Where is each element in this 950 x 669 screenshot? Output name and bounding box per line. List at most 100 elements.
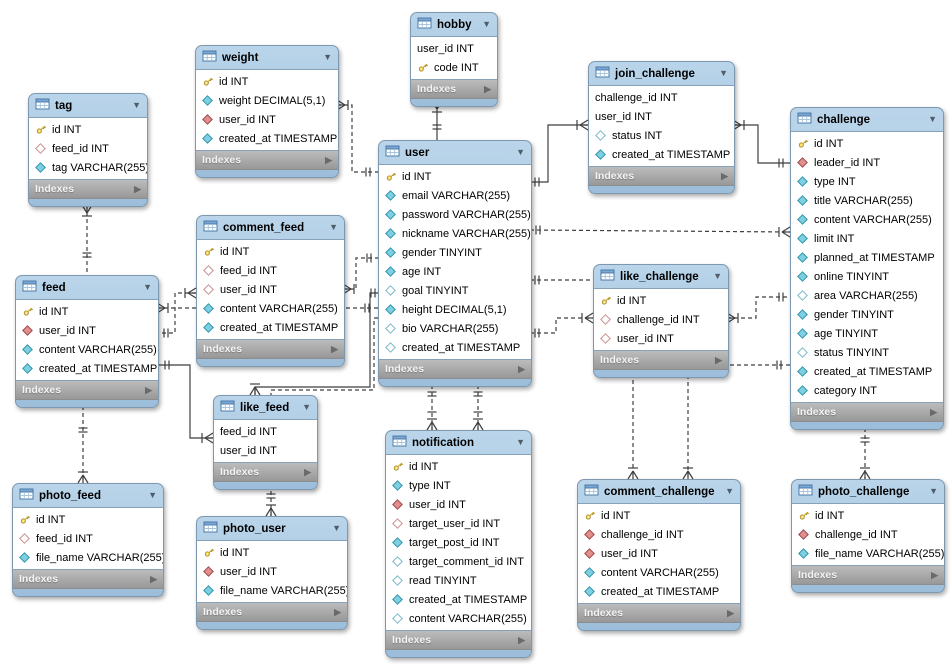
column-row[interactable]: challenge_id INT: [594, 310, 728, 329]
column-row[interactable]: limit INT: [791, 229, 943, 248]
column-row[interactable]: user_id INT: [214, 441, 317, 460]
column-row[interactable]: created_at TIMESTAMP: [578, 582, 740, 601]
column-row[interactable]: feed_id INT: [197, 261, 344, 280]
column-row[interactable]: type INT: [386, 476, 531, 495]
expand-indexes-icon[interactable]: ▶: [930, 406, 937, 417]
column-row[interactable]: code INT: [411, 58, 497, 77]
indexes-bar[interactable]: Indexes▶: [13, 570, 163, 589]
relationship-like_feed-user[interactable]: [249, 288, 378, 396]
indexes-bar[interactable]: Indexes▶: [197, 340, 344, 359]
indexes-bar[interactable]: Indexes▶: [197, 603, 347, 622]
expand-indexes-icon[interactable]: ▶: [150, 573, 157, 584]
indexes-bar[interactable]: Indexes▶: [379, 360, 531, 379]
relationship-comment_challenge-challenge[interactable]: [682, 360, 790, 480]
relationship-notification-user[interactable]: [426, 385, 438, 431]
table-header-comment_challenge[interactable]: comment_challenge▼: [578, 480, 740, 503]
column-row[interactable]: area VARCHAR(255): [791, 286, 943, 305]
column-row[interactable]: user_id INT: [589, 107, 734, 126]
column-row[interactable]: content VARCHAR(255): [386, 609, 531, 628]
indexes-bar[interactable]: Indexes▶: [196, 151, 338, 170]
relationship-join_challenge-user[interactable]: [530, 119, 589, 187]
column-row[interactable]: challenge_id INT: [589, 88, 734, 107]
column-row[interactable]: id INT: [792, 506, 944, 525]
collapse-arrow-icon[interactable]: ▼: [329, 222, 338, 232]
expand-indexes-icon[interactable]: ▶: [727, 607, 734, 618]
relationship-comment_feed-user[interactable]: [342, 253, 378, 295]
column-row[interactable]: target_user_id INT: [386, 514, 531, 533]
expand-indexes-icon[interactable]: ▶: [325, 154, 332, 165]
column-row[interactable]: created_at TIMESTAMP: [386, 590, 531, 609]
column-row[interactable]: id INT: [386, 457, 531, 476]
collapse-arrow-icon[interactable]: ▼: [725, 486, 734, 496]
relationship-comment_challenge-user[interactable]: [530, 275, 639, 480]
column-row[interactable]: id INT: [379, 167, 531, 186]
table-header-hobby[interactable]: hobby▼: [411, 13, 497, 36]
relationship-like_feed-feed[interactable]: [157, 360, 214, 444]
expand-indexes-icon[interactable]: ▶: [518, 634, 525, 645]
column-row[interactable]: weight DECIMAL(5,1): [196, 91, 338, 110]
indexes-bar[interactable]: Indexes▶: [411, 80, 497, 99]
column-row[interactable]: online TINYINT: [791, 267, 943, 286]
collapse-arrow-icon[interactable]: ▼: [323, 52, 332, 62]
relationship-notification-user[interactable]: [472, 385, 484, 431]
table-header-join_challenge[interactable]: join_challenge▼: [589, 62, 734, 85]
column-row[interactable]: category INT: [791, 381, 943, 400]
column-row[interactable]: challenge_id INT: [578, 525, 740, 544]
column-row[interactable]: created_at TIMESTAMP: [379, 338, 531, 357]
column-row[interactable]: id INT: [578, 506, 740, 525]
column-row[interactable]: id INT: [13, 510, 163, 529]
column-row[interactable]: bio VARCHAR(255): [379, 319, 531, 338]
column-row[interactable]: id INT: [594, 291, 728, 310]
column-row[interactable]: id INT: [196, 72, 338, 91]
column-row[interactable]: content VARCHAR(255): [578, 563, 740, 582]
column-row[interactable]: file_name VARCHAR(255): [792, 544, 944, 563]
indexes-bar[interactable]: Indexes▶: [29, 180, 147, 199]
table-header-like_challenge[interactable]: like_challenge▼: [594, 265, 728, 288]
column-row[interactable]: user_id INT: [197, 562, 347, 581]
column-row[interactable]: feed_id INT: [13, 529, 163, 548]
collapse-arrow-icon[interactable]: ▼: [143, 282, 152, 292]
indexes-bar[interactable]: Indexes▶: [578, 604, 740, 623]
relationship-photo_challenge-challenge[interactable]: [859, 428, 871, 480]
column-row[interactable]: planned_at TIMESTAMP: [791, 248, 943, 267]
column-row[interactable]: height DECIMAL(5,1): [379, 300, 531, 319]
table-header-photo_challenge[interactable]: photo_challenge▼: [792, 480, 944, 503]
column-row[interactable]: id INT: [29, 120, 147, 139]
relationship-challenge-user[interactable]: [529, 225, 791, 238]
collapse-arrow-icon[interactable]: ▼: [302, 402, 311, 412]
indexes-bar[interactable]: Indexes▶: [214, 463, 317, 482]
collapse-arrow-icon[interactable]: ▼: [713, 271, 722, 281]
column-row[interactable]: password VARCHAR(255): [379, 205, 531, 224]
column-row[interactable]: created_at TIMESTAMP: [589, 145, 734, 164]
relationship-weight-user[interactable]: [336, 99, 378, 177]
collapse-arrow-icon[interactable]: ▼: [719, 68, 728, 78]
column-row[interactable]: leader_id INT: [791, 153, 943, 172]
expand-indexes-icon[interactable]: ▶: [331, 343, 338, 354]
expand-indexes-icon[interactable]: ▶: [484, 83, 491, 94]
column-row[interactable]: target_post_id INT: [386, 533, 531, 552]
expand-indexes-icon[interactable]: ▶: [518, 363, 525, 374]
column-row[interactable]: created_at TIMESTAMP: [196, 129, 338, 148]
column-row[interactable]: email VARCHAR(255): [379, 186, 531, 205]
expand-indexes-icon[interactable]: ▶: [715, 354, 722, 365]
relationship-like_challenge-user[interactable]: [530, 312, 594, 338]
table-header-user[interactable]: user▼: [379, 141, 531, 164]
column-row[interactable]: user_id INT: [386, 495, 531, 514]
column-row[interactable]: feed_id INT: [29, 139, 147, 158]
table-header-notification[interactable]: notification▼: [386, 431, 531, 454]
indexes-bar[interactable]: Indexes▶: [16, 381, 158, 400]
column-row[interactable]: age TINYINT: [791, 324, 943, 343]
column-row[interactable]: content VARCHAR(255): [197, 299, 344, 318]
expand-indexes-icon[interactable]: ▶: [304, 466, 311, 477]
collapse-arrow-icon[interactable]: ▼: [148, 490, 157, 500]
table-header-challenge[interactable]: challenge▼: [791, 108, 943, 131]
